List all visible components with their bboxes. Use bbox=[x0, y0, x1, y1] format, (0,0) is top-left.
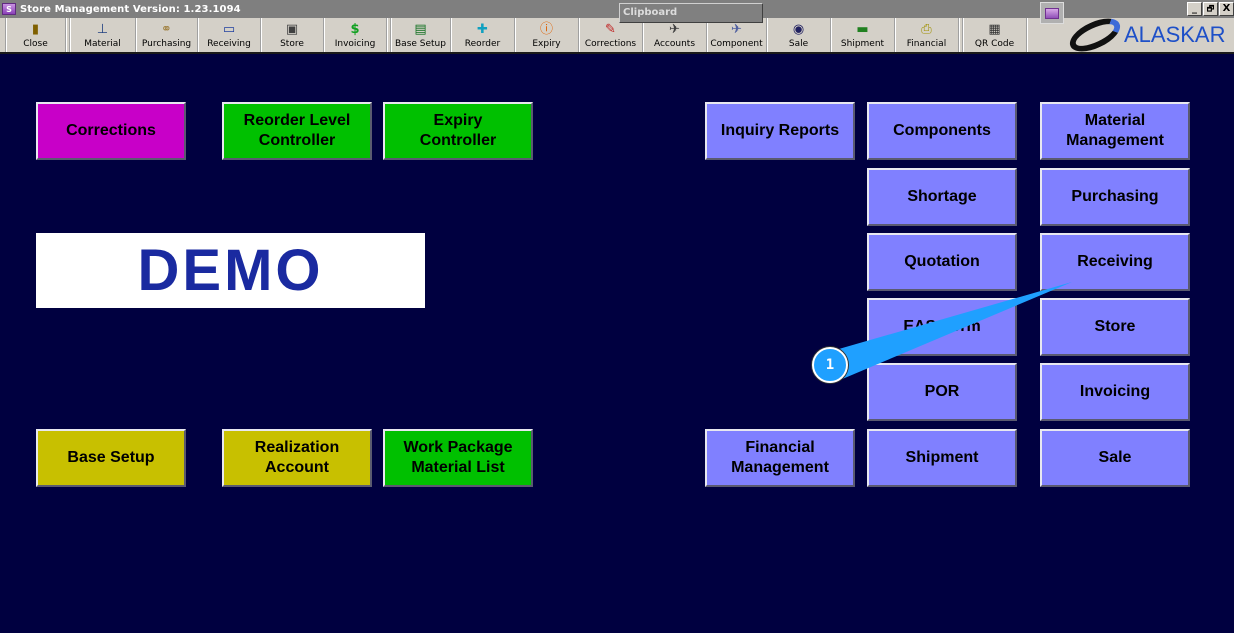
airplane-icon: ✈ bbox=[669, 22, 680, 37]
purchasing-button[interactable]: Purchasing bbox=[1040, 168, 1190, 226]
eas-form-button[interactable]: EAS Form bbox=[867, 298, 1017, 356]
dollar-icon: $ bbox=[350, 22, 360, 37]
alaskar-logo: ALASKAR bbox=[1065, 11, 1234, 59]
toolbar-label: Shipment bbox=[840, 39, 885, 49]
toolbar-material-button[interactable]: ⊥ Material bbox=[70, 18, 136, 52]
callout-badge: 1 bbox=[812, 347, 848, 383]
base-setup-button[interactable]: Base Setup bbox=[36, 429, 186, 487]
por-button[interactable]: POR bbox=[867, 363, 1017, 421]
window-controls: _ 🗗 X bbox=[1187, 2, 1234, 16]
toolbar: ▮ Close ⊥ Material ⚭ Purchasing ▭ Receiv… bbox=[0, 11, 1234, 59]
work-package-material-list-button[interactable]: Work Package Material List bbox=[383, 429, 533, 487]
sale-icon: ◉ bbox=[792, 22, 805, 37]
table-icon: ▤ bbox=[414, 22, 427, 37]
close-window-button[interactable]: X bbox=[1219, 2, 1234, 16]
toolbar-separator bbox=[66, 18, 70, 52]
truck-icon: ▬ bbox=[856, 22, 869, 37]
door-exit-icon: ▮ bbox=[31, 22, 40, 37]
toolbar-financial-button[interactable]: ⎙ Financial bbox=[895, 18, 959, 52]
toolbar-label: Expiry bbox=[532, 39, 561, 49]
toolbar-sale-button[interactable]: ◉ Sale bbox=[767, 18, 831, 52]
toolbar-invoicing-button[interactable]: $ Invoicing bbox=[324, 18, 387, 52]
folder-icon[interactable] bbox=[1040, 2, 1064, 24]
app-icon: S bbox=[2, 3, 16, 15]
material-management-button[interactable]: Material Management bbox=[1040, 102, 1190, 160]
toolbar-receiving-button[interactable]: ▭ Receiving bbox=[198, 18, 261, 52]
logo-text: ALASKAR bbox=[1124, 22, 1226, 47]
restore-button[interactable]: 🗗 bbox=[1203, 2, 1218, 16]
sale-button[interactable]: Sale bbox=[1040, 429, 1190, 487]
toolbar-label: Material bbox=[84, 39, 121, 49]
reorder-level-controller-button[interactable]: Reorder Level Controller bbox=[222, 102, 372, 160]
toolbar-label: Receiving bbox=[207, 39, 251, 49]
material-crane-icon: ⊥ bbox=[96, 22, 109, 37]
toolbar-expiry-button[interactable]: ⓘ Expiry bbox=[515, 18, 579, 52]
toolbar-grip bbox=[0, 18, 6, 52]
toolbar-label: Store bbox=[280, 39, 304, 49]
toolbar-label: Accounts bbox=[653, 39, 696, 49]
toolbar-label: Financial bbox=[906, 39, 947, 49]
toolbar-shipment-button[interactable]: ▬ Shipment bbox=[831, 18, 895, 52]
clipboard-popup[interactable]: Clipboard bbox=[619, 3, 763, 23]
toolbar-qr-code-button[interactable]: ▦ QR Code bbox=[963, 18, 1027, 52]
toolbar-accounts-button[interactable]: ✈ Accounts bbox=[643, 18, 707, 52]
corrections-icon: ✎ bbox=[605, 22, 616, 37]
toolbar-label: Base Setup bbox=[395, 39, 446, 49]
info-icon: ⓘ bbox=[539, 22, 553, 37]
purchasing-icon: ⚭ bbox=[161, 22, 172, 37]
toolbar-label: Purchasing bbox=[141, 39, 192, 49]
store-button[interactable]: Store bbox=[1040, 298, 1190, 356]
toolbar-label: Sale bbox=[788, 39, 809, 49]
toolbar-store-button[interactable]: ▣ Store bbox=[261, 18, 324, 52]
component-plane-icon: ✈ bbox=[731, 22, 742, 37]
receiving-button[interactable]: Receiving bbox=[1040, 233, 1190, 291]
shortage-button[interactable]: Shortage bbox=[867, 168, 1017, 226]
demo-banner: DEMO bbox=[36, 233, 425, 308]
toolbar-label: Component bbox=[710, 39, 763, 49]
realization-account-button[interactable]: Realization Account bbox=[222, 429, 372, 487]
expiry-controller-button[interactable]: Expiry Controller bbox=[383, 102, 533, 160]
shipment-button[interactable]: Shipment bbox=[867, 429, 1017, 487]
toolbar-separator bbox=[959, 18, 963, 52]
financial-management-button[interactable]: Financial Management bbox=[705, 429, 855, 487]
toolbar-label: Close bbox=[23, 39, 48, 49]
toolbar-label: Corrections bbox=[584, 39, 637, 49]
title-bar: S Store Management Version: 1.23.1094 bbox=[0, 0, 1234, 18]
invoicing-button[interactable]: Invoicing bbox=[1040, 363, 1190, 421]
plus-icon: ✚ bbox=[477, 22, 488, 37]
toolbar-base-setup-button[interactable]: ▤ Base Setup bbox=[391, 18, 451, 52]
toolbar-label: QR Code bbox=[974, 39, 1015, 49]
toolbar-close-button[interactable]: ▮ Close bbox=[6, 18, 66, 52]
store-icon: ▣ bbox=[285, 22, 299, 37]
minimize-button[interactable]: _ bbox=[1187, 2, 1202, 16]
toolbar-label: Reorder bbox=[464, 39, 501, 49]
quotation-button[interactable]: Quotation bbox=[867, 233, 1017, 291]
components-button[interactable]: Components bbox=[867, 102, 1017, 160]
corrections-button[interactable]: Corrections bbox=[36, 102, 186, 160]
toolbar-reorder-button[interactable]: ✚ Reorder bbox=[451, 18, 515, 52]
toolbar-separator bbox=[387, 18, 391, 52]
qr-code-icon: ▦ bbox=[988, 22, 1001, 37]
toolbar-component-button[interactable]: ✈ Component bbox=[707, 18, 767, 52]
toolbar-purchasing-button[interactable]: ⚭ Purchasing bbox=[136, 18, 198, 52]
logo-swoosh-icon bbox=[1065, 11, 1125, 59]
inquiry-reports-button[interactable]: Inquiry Reports bbox=[705, 102, 855, 160]
toolbar-corrections-button[interactable]: ✎ Corrections bbox=[579, 18, 643, 52]
window-title: Store Management Version: 1.23.1094 bbox=[20, 3, 241, 15]
toolbar-label: Invoicing bbox=[334, 39, 376, 49]
printer-icon: ⎙ bbox=[921, 22, 932, 37]
receiving-icon: ▭ bbox=[222, 22, 236, 37]
